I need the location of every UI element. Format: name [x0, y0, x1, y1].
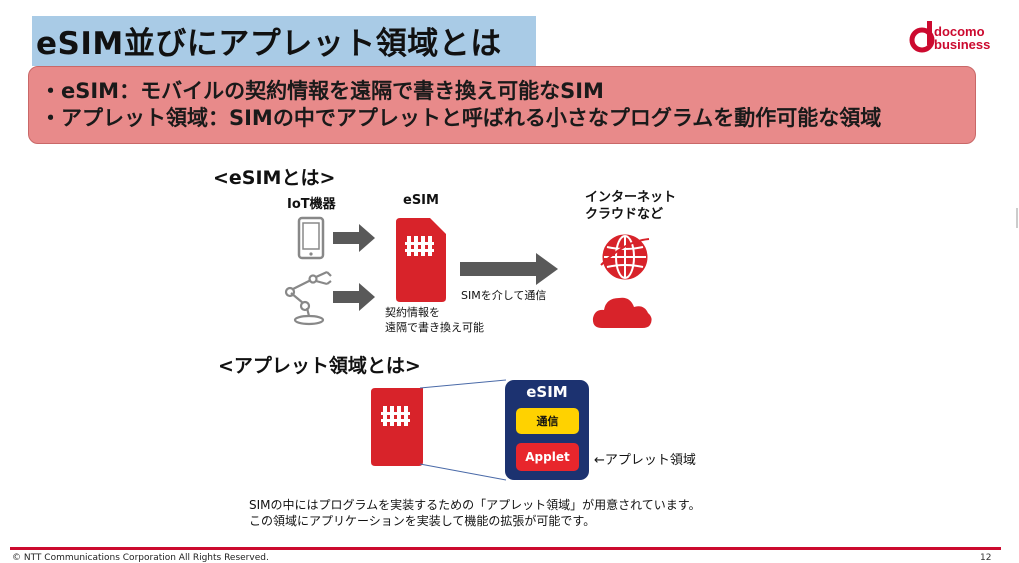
esim-card-title: eSIM	[526, 383, 568, 401]
arrow-right-icon	[460, 253, 558, 285]
title-highlight	[32, 16, 536, 66]
iot-device-label: IoT機器	[287, 197, 336, 212]
contract-label-line1: 契約情報を	[385, 306, 440, 319]
summary-esim: ・eSIM：モバイルの契約情報を遠隔で書き換え可能なSIM	[40, 79, 604, 103]
esim-heading: <eSIMとは>	[213, 167, 336, 189]
smartphone-icon	[297, 216, 325, 260]
page-number: 12	[980, 553, 992, 563]
applet-description-line1: SIMの中にはプログラムを実装するための「アプレット領域」が用意されています。	[249, 498, 701, 512]
cloud-icon	[592, 297, 652, 328]
internet-label-line2: クラウドなど	[585, 207, 664, 222]
scrollbar-edge	[1016, 208, 1018, 228]
contract-label-line2: 遠隔で書き換え可能	[385, 321, 484, 334]
zoom-lines	[419, 379, 507, 481]
esim-label: eSIM	[403, 193, 439, 208]
summary-box	[28, 66, 976, 144]
slide-title: eSIM並びにアプレット領域とは	[36, 26, 502, 62]
sim-card-icon	[371, 388, 423, 466]
arrow-right-icon	[333, 224, 375, 252]
applet-heading: <アプレット領域とは>	[218, 355, 421, 377]
communication-block: 通信	[516, 408, 579, 434]
robot-arm-icon	[284, 270, 332, 326]
applet-block: Applet	[516, 443, 579, 471]
via-sim-label: SIMを介して通信	[461, 289, 547, 302]
applet-area-label: ←アプレット領域	[594, 453, 696, 468]
globe-icon	[600, 234, 650, 280]
footer-divider	[10, 547, 1001, 550]
summary-applet: ・アプレット領域：SIMの中でアプレットと呼ばれる小さなプログラムを動作可能な領…	[40, 106, 882, 130]
arrow-right-icon	[333, 283, 375, 311]
copyright-text: © NTT Communications Corporation All Rig…	[12, 553, 269, 563]
logo-word-business: business	[934, 37, 991, 52]
applet-description-line2: この領域にアプリケーションを実装して機能の拡張が可能です。	[249, 514, 596, 528]
internet-label: インターネット クラウドなど	[585, 189, 676, 223]
docomo-business-logo	[909, 21, 935, 53]
applet-description: SIMの中にはプログラムを実装するための「アプレット領域」が用意されています。 …	[249, 497, 701, 529]
logo-word-docomo: docomo	[934, 24, 985, 39]
contract-label: 契約情報を 遠隔で書き換え可能	[385, 305, 484, 335]
sim-card-icon	[396, 218, 446, 302]
internet-label-line1: インターネット	[585, 190, 677, 205]
